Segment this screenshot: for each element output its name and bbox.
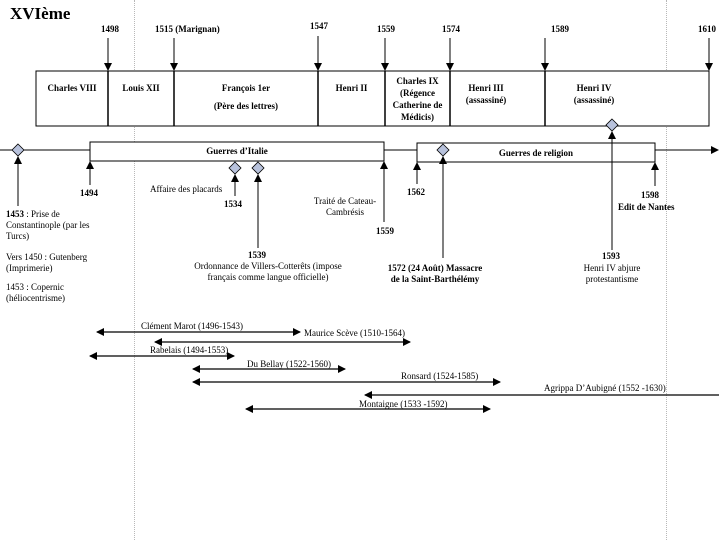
- year-1494: 1494: [80, 188, 98, 198]
- constantinople-label: 1453 : Prise de Constantinople (par les …: [6, 209, 104, 242]
- author-sceve: Maurice Scève (1510-1564): [304, 328, 405, 338]
- gutenberg-label: Vers 1450 : Gutenberg (Imprimerie): [6, 252, 88, 273]
- reign-henri-iv: Henri IV (assassiné): [573, 83, 615, 105]
- author-aubigne: Agrippa D’Aubigné (1552 -1630): [544, 383, 666, 393]
- diamond-1539: [251, 161, 265, 175]
- year-1539: 1539: [248, 250, 266, 260]
- guide-line-right: [666, 0, 667, 540]
- top-year-arrows: [104, 36, 713, 71]
- year-1515: 1515 (Marignan): [155, 24, 220, 34]
- henri-iv-abjure-label: Henri IV abjure protestantisme: [583, 263, 641, 284]
- war-religion-label: Guerres de religion: [498, 148, 574, 158]
- reign-dividers: [107, 71, 546, 126]
- reigns-box: [35, 70, 710, 127]
- constantinople-text: : Prise de Constantinople (par les Turcs…: [6, 209, 90, 241]
- guide-line-left: [134, 0, 135, 540]
- reign-henri-iii: Henri III (assassiné): [465, 83, 507, 105]
- edit-nantes-label: Edit de Nantes: [618, 202, 675, 212]
- year-1453: 1453: [6, 209, 24, 219]
- year-1559: 1559: [377, 24, 395, 34]
- year-1589: 1589: [551, 24, 569, 34]
- year-1498: 1498: [101, 24, 119, 34]
- war-religion-box: [416, 142, 656, 163]
- author-marot: Clément Marot (1496-1543): [141, 321, 243, 331]
- reign-charles-viii: Charles VIII: [47, 83, 97, 93]
- traite-cateau-label: Traité de Cateau-Cambrésis: [313, 196, 377, 217]
- reign-francois-1er-note: (Père des lettres): [213, 101, 279, 111]
- year-1598: 1598: [641, 190, 659, 200]
- author-rabelais: Rabelais (1494-1553): [150, 345, 229, 355]
- year-1562: 1562: [407, 187, 425, 197]
- reign-louis-xii: Louis XII: [122, 83, 160, 93]
- reign-francois-1er: François 1er: [221, 83, 271, 93]
- saint-barthelemy-label: 1572 (24 Août) Massacre de la Saint-Bart…: [387, 263, 483, 284]
- reign-henri-ii: Henri II: [335, 83, 368, 93]
- year-1559-bottom: 1559: [376, 226, 394, 236]
- author-ronsard: Ronsard (1524-1585): [401, 371, 479, 381]
- year-1534: 1534: [224, 199, 242, 209]
- author-arrows: [89, 328, 719, 413]
- war-italie-box: [89, 141, 385, 162]
- villers-cotterets-label: Ordonnance de Villers-Cotterêts (impose …: [194, 261, 342, 282]
- year-1574: 1574: [442, 24, 460, 34]
- diamond-1534: [228, 161, 242, 175]
- year-1593: 1593: [602, 251, 620, 261]
- reign-charles-ix: Charles IX (Régence Catherine de Médicis…: [392, 76, 443, 122]
- copernic-label: 1453 : Copernic (héliocentrisme): [6, 282, 65, 303]
- year-1610: 1610: [698, 24, 716, 34]
- author-du-bellay: Du Bellay (1522-1560): [247, 359, 331, 369]
- diamond-1453: [11, 143, 25, 157]
- author-montaigne: Montaigne (1533 -1592): [359, 399, 448, 409]
- year-1547: 1547: [310, 21, 328, 31]
- affaire-placards-label: Affaire des placards: [150, 184, 223, 194]
- event-connectors: [14, 131, 659, 258]
- page-title: XVIème: [10, 4, 71, 23]
- war-italie-label: Guerres d’Italie: [206, 146, 268, 156]
